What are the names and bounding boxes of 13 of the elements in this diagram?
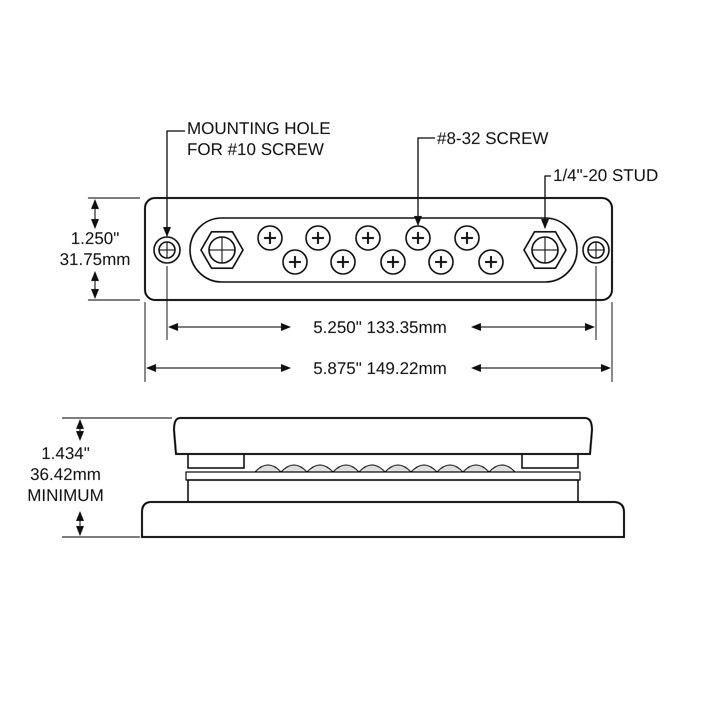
dimension-text: 5.250" 133.35mm bbox=[312, 317, 448, 338]
callout-text: #8-32 SCREW bbox=[437, 128, 548, 149]
leader-line bbox=[414, 137, 435, 226]
callout-text: 1/4"-20 STUD bbox=[553, 165, 658, 186]
dimension-text: 5.875" 149.22mm bbox=[312, 358, 448, 379]
dimension-text: 1.434" 36.42mm MINIMUM bbox=[26, 443, 105, 506]
screw-head bbox=[405, 225, 431, 251]
stud-nut bbox=[523, 231, 567, 269]
leader-line bbox=[541, 175, 551, 229]
callout-text: MOUNTING HOLE FOR #10 SCREW bbox=[187, 118, 367, 160]
leader-line bbox=[163, 130, 185, 237]
dimension-text: 1.250" 31.75mm bbox=[58, 228, 132, 270]
mounting-hole bbox=[153, 236, 181, 264]
